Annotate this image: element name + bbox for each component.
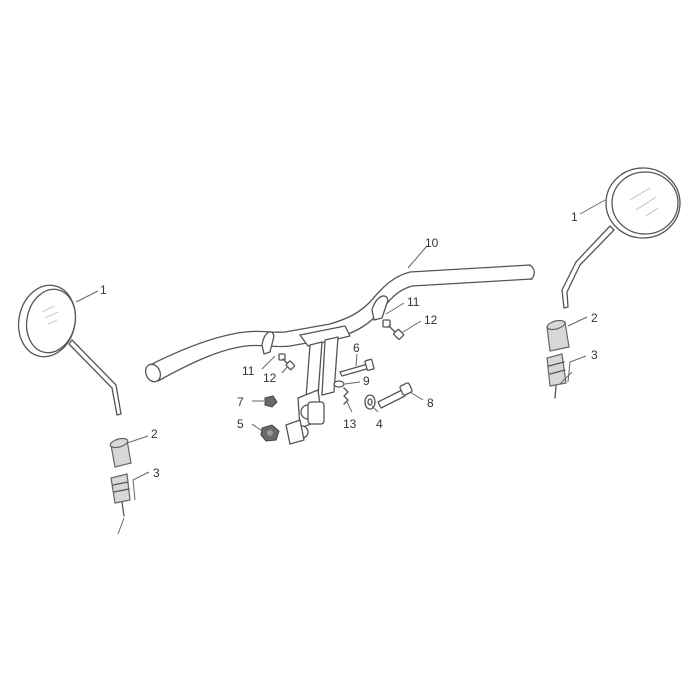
- callout-washer-small: 9: [363, 374, 370, 388]
- bolt-long: [377, 382, 413, 409]
- washer: [364, 394, 376, 410]
- clip-right: [371, 295, 389, 321]
- callout-screw-left: 12: [263, 371, 277, 385]
- callout-clip-right: 11: [407, 295, 420, 309]
- handlebar: [144, 264, 535, 383]
- callout-bolt-long: 8: [427, 396, 434, 410]
- callout-clip-left: 11: [242, 364, 255, 378]
- callout-bar-end-right: 3: [591, 348, 598, 362]
- callout-grip-cap-left: 2: [151, 427, 158, 441]
- grip-cap-right: [546, 319, 570, 352]
- leader-lines: [75, 199, 606, 501]
- bolt-short: [339, 358, 375, 377]
- callout-screw-right: 12: [424, 313, 438, 327]
- mirror-left: [17, 284, 122, 416]
- center-riser-bracket: [285, 325, 351, 445]
- bar-end-weight-left: [110, 473, 131, 535]
- callout-mirror-left: 1: [100, 283, 107, 297]
- callout-bolt-short: 6: [353, 341, 360, 355]
- nut-small: [264, 395, 278, 408]
- grip-cap-left: [109, 437, 132, 468]
- callout-bar-end-left: 3: [153, 466, 160, 480]
- screw-left: [278, 353, 296, 371]
- callout-spring: 13: [343, 417, 357, 431]
- callout-nut-small: 7: [237, 395, 244, 409]
- bar-end-weight-right: [546, 353, 573, 399]
- callout-handlebar: 10: [425, 236, 439, 250]
- callout-nut-large: 5: [237, 417, 244, 431]
- screw-right: [382, 319, 405, 340]
- callout-grip-cap-right: 2: [591, 311, 598, 325]
- nut-large: [260, 424, 280, 442]
- callout-mirror-right: 1: [571, 210, 578, 224]
- clip-left: [261, 331, 275, 355]
- mirror-right: [561, 167, 681, 309]
- spring: [343, 387, 349, 405]
- callout-washer: 4: [376, 417, 383, 431]
- callout-labels: 1 2 3 1 2 3 10 11 12 11 12 6 9 7 5 13 4 …: [100, 210, 598, 480]
- washer-small: [333, 380, 345, 388]
